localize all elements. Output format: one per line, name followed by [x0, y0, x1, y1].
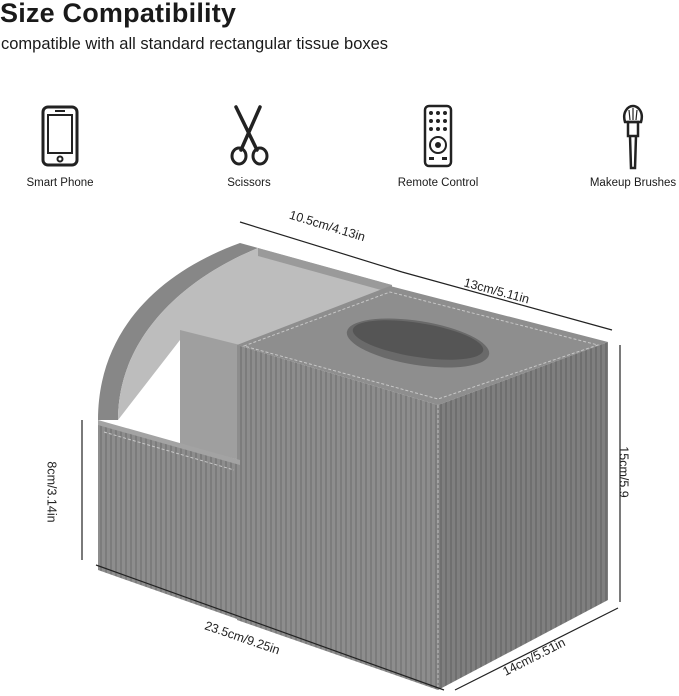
feature-smart-phone: Smart Phone	[0, 104, 120, 194]
feature-label: Scissors	[227, 177, 271, 189]
smartphone-icon	[41, 105, 79, 167]
remote-control-icon	[423, 104, 453, 168]
scissors-icon	[230, 105, 269, 166]
feature-label: Remote Control	[397, 177, 479, 189]
dimension-lines	[81, 221, 621, 691]
dim-height: 15cm/5.9	[616, 446, 631, 498]
feature-makeup-brushes: Makeup Brushes	[573, 104, 679, 194]
makeup-brush-icon	[623, 104, 643, 170]
tissue-box-side	[438, 342, 608, 690]
curved-back-panel	[98, 243, 258, 420]
divider-panel	[180, 330, 240, 460]
page-title: Size Compatibility	[0, 0, 237, 28]
feature-remote-control: Remote Control	[378, 104, 498, 194]
low-compartment-front	[98, 425, 240, 620]
dim-low-height: 8cm/3.14in	[44, 461, 59, 523]
page-subtitle: compatible with all standard rectangular…	[1, 35, 389, 53]
feature-label: Makeup Brushes	[589, 177, 677, 189]
tissue-box-front	[237, 345, 438, 690]
feature-label: Smart Phone	[26, 177, 94, 189]
feature-scissors: Scissors	[189, 104, 309, 194]
